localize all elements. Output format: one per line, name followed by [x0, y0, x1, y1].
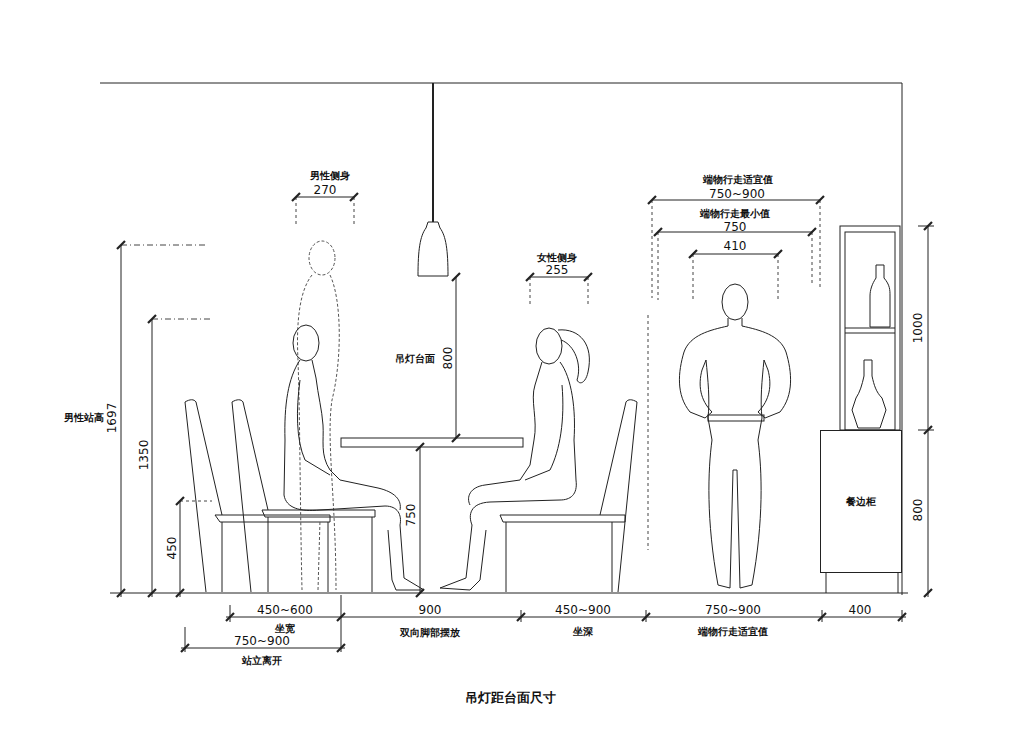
- dimension-value: 750~900: [709, 188, 765, 200]
- dimension-value: 750~900: [705, 604, 761, 616]
- dimension-value: 255: [546, 264, 569, 276]
- dimension-value: 800: [442, 347, 454, 370]
- sideboard-cabinet: 餐边柜: [820, 430, 902, 573]
- caption: 吊灯距台面尺寸: [465, 691, 556, 704]
- dimension-value: 750: [405, 504, 417, 527]
- dimension-value: 750~900: [234, 635, 290, 647]
- dimension-note: 坐深: [573, 627, 593, 637]
- dimension-value: 450~600: [257, 604, 313, 616]
- dimension-note: 端物行走最小值: [700, 209, 770, 219]
- dimension-value: 450: [166, 537, 178, 560]
- dimension-value: 450~900: [555, 604, 611, 616]
- dimension-note: 女性侧身: [537, 253, 577, 263]
- dimension-value: 400: [849, 604, 872, 616]
- dimension-value: 900: [419, 604, 442, 616]
- dimension-note: 吊灯台面: [395, 354, 435, 364]
- dimension-value: 750: [724, 221, 747, 233]
- dimension-value: 800: [912, 499, 924, 522]
- dimension-note: 端物行走适宜值: [703, 175, 773, 185]
- cabinet-label: 餐边柜: [846, 495, 876, 509]
- dimension-value: 1000: [912, 313, 924, 344]
- dimension-value: 270: [314, 184, 337, 196]
- dimension-note: 男性站高: [64, 413, 104, 423]
- dimension-note: 双向脚部摆放: [400, 628, 460, 638]
- dimension-note: 端物行走适宜值: [698, 627, 768, 637]
- dimension-note: 男性侧身: [310, 171, 350, 181]
- dimension-note: 坐宽: [275, 624, 295, 634]
- dimension-note: 站立离开: [242, 656, 282, 666]
- dimension-value: 1697: [106, 403, 118, 434]
- dimension-value: 410: [724, 240, 747, 252]
- dimension-value: 1350: [138, 440, 150, 471]
